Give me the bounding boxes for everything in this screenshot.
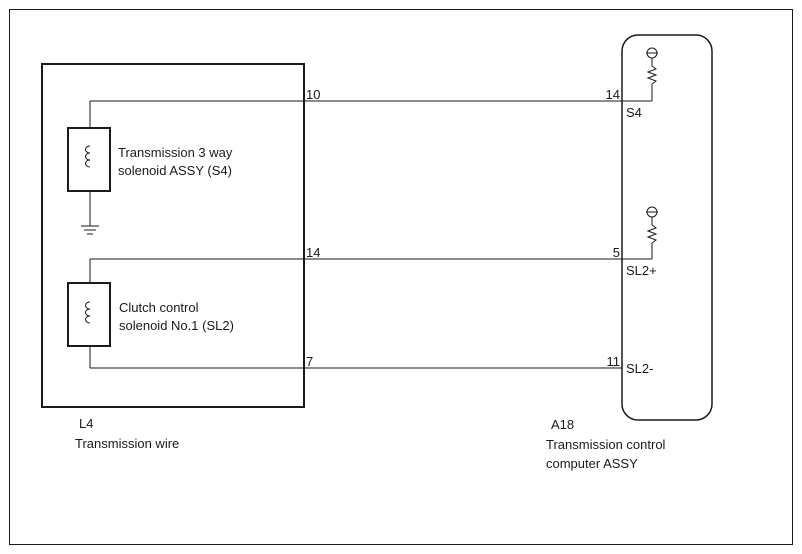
s4-solenoid-body bbox=[67, 127, 111, 192]
s4-solenoid-label-line2: solenoid ASSY (S4) bbox=[118, 163, 232, 178]
l4-connector-box bbox=[41, 63, 305, 408]
ground-icon bbox=[81, 225, 99, 235]
terminal-sl2-plus: SL2+ bbox=[626, 263, 657, 278]
terminal-sl2-minus: SL2- bbox=[626, 361, 653, 376]
terminal-s4: S4 bbox=[626, 105, 642, 120]
a18-connector-name-line2: computer ASSY bbox=[546, 456, 638, 471]
l4-pin-sl2-plus: 14 bbox=[306, 245, 320, 260]
l4-pin-s4: 10 bbox=[306, 87, 320, 102]
a18-ecu-box bbox=[621, 34, 713, 421]
s4-pullup-resistor-icon bbox=[646, 47, 658, 101]
sl2-solenoid-label-line1: Clutch control bbox=[119, 300, 199, 315]
sl2-coil-icon bbox=[85, 301, 91, 324]
l4-connector-id: L4 bbox=[79, 416, 93, 431]
s4-solenoid-label-line1: Transmission 3 way bbox=[118, 145, 233, 160]
outer-frame bbox=[9, 9, 793, 545]
a18-pin-s4: 14 bbox=[606, 87, 620, 102]
a18-connector-id: A18 bbox=[551, 417, 574, 432]
sl2-solenoid-label-line2: solenoid No.1 (SL2) bbox=[119, 318, 234, 333]
sl2-pullup-resistor-icon bbox=[646, 206, 658, 259]
l4-connector-name: Transmission wire bbox=[75, 436, 179, 451]
a18-connector-name-line1: Transmission control bbox=[546, 437, 666, 452]
l4-pin-sl2-minus: 7 bbox=[306, 354, 313, 369]
a18-pin-sl2-minus: 11 bbox=[607, 354, 621, 369]
a18-pin-sl2-plus: 5 bbox=[613, 245, 620, 260]
sl2-solenoid-body bbox=[67, 282, 111, 347]
s4-coil-icon bbox=[85, 145, 91, 168]
